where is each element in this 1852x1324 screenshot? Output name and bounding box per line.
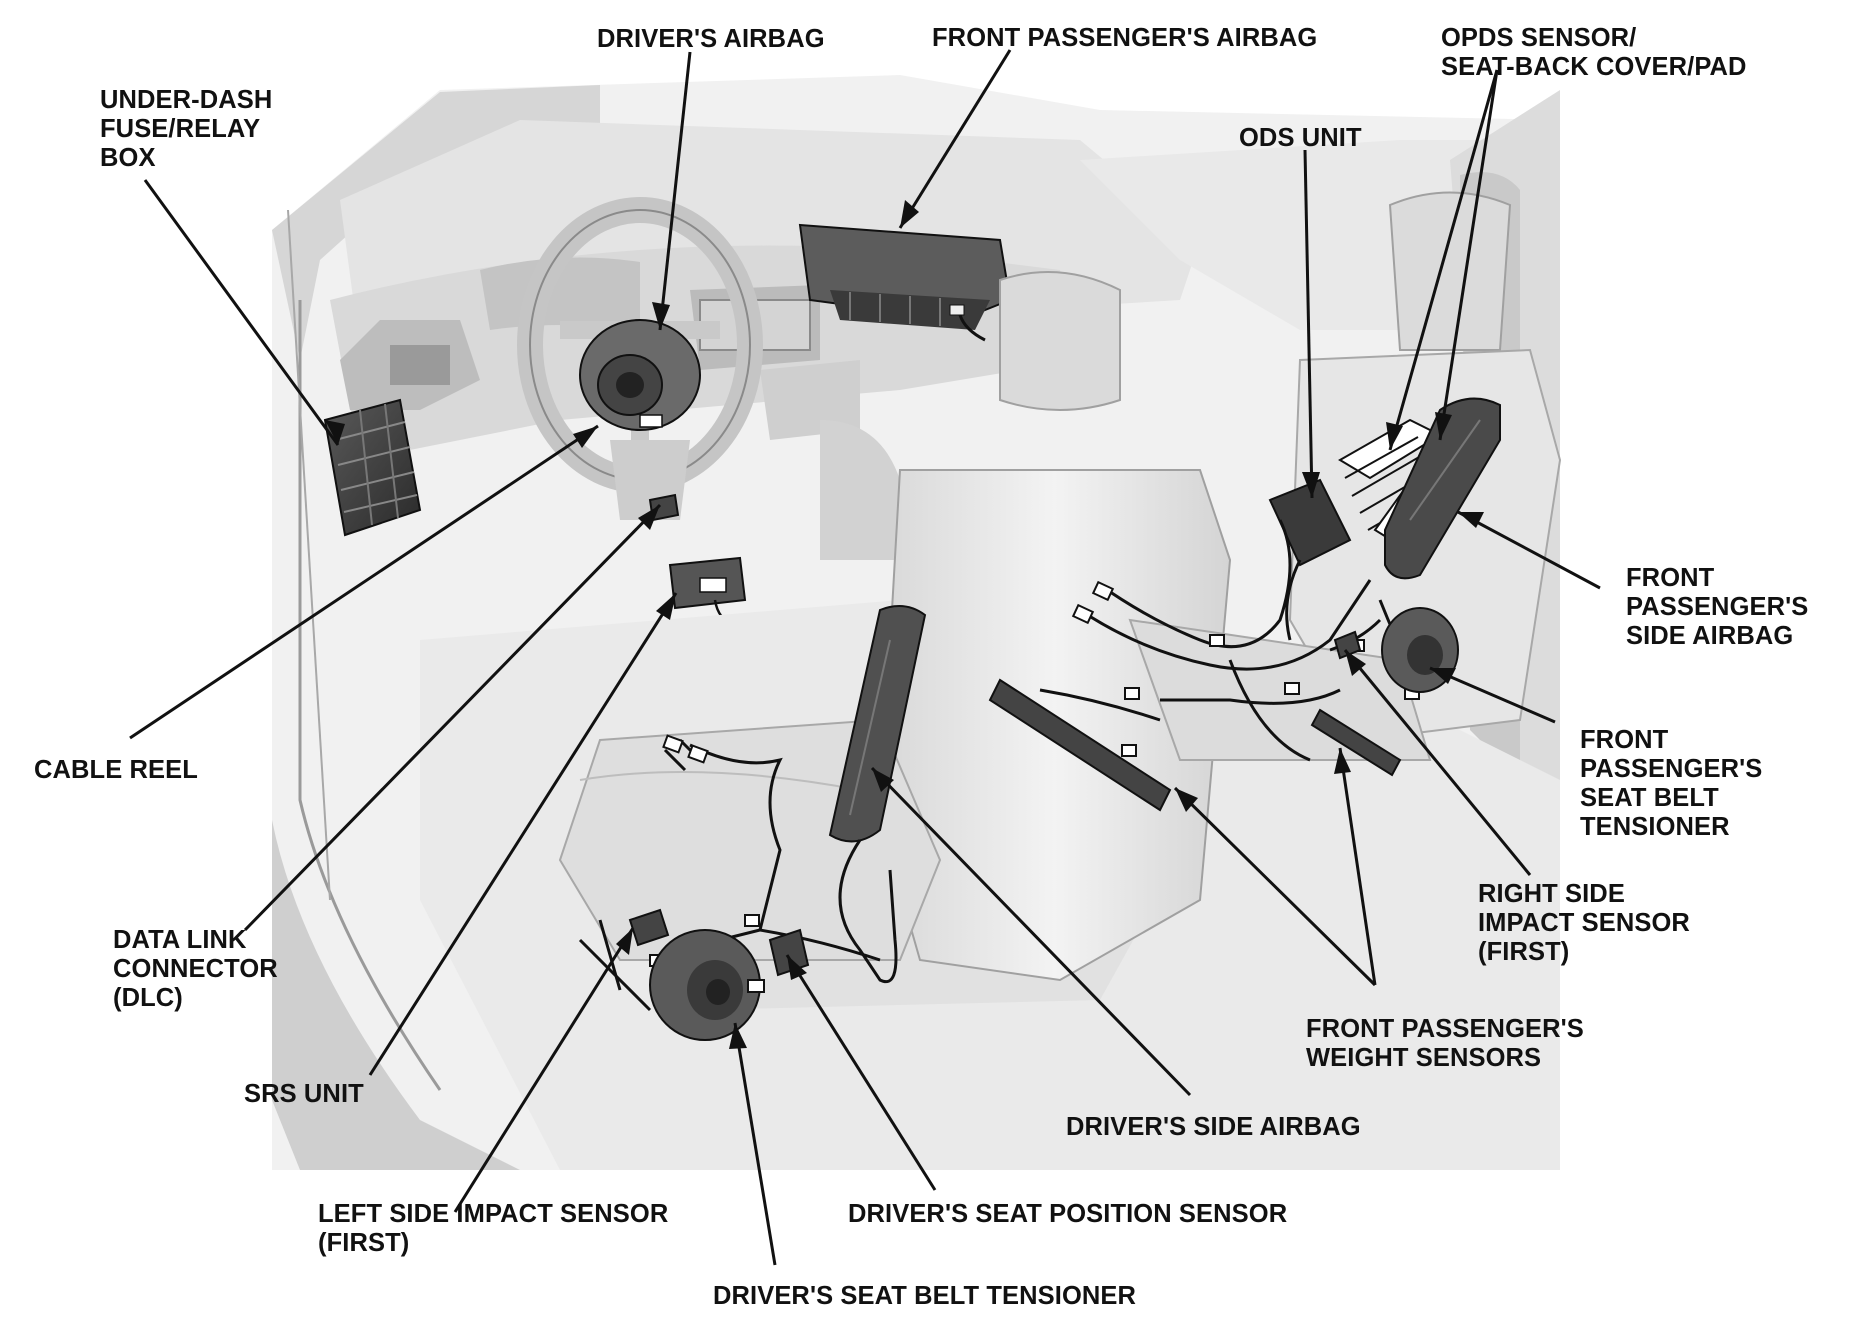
label-front-passengers-weight-sensors: FRONT PASSENGER'S WEIGHT SENSORS (1306, 1015, 1584, 1072)
driver-side-airbag-module (828, 605, 927, 843)
label-front-passengers-airbag: FRONT PASSENGER'S AIRBAG (932, 24, 1318, 52)
label-cable-reel: CABLE REEL (34, 756, 198, 784)
under-dash-fuse-relay-box (323, 398, 422, 537)
front-passenger-airbag-module (798, 223, 1012, 342)
arrowheads (325, 200, 1484, 1049)
label-right-side-impact-sensor: RIGHT SIDE IMPACT SENSOR (FIRST) (1478, 880, 1690, 966)
label-front-passengers-seat-belt-tensioner: FRONT PASSENGER'S SEAT BELT TENSIONER (1580, 726, 1763, 841)
front-passenger-weight-sensors (988, 678, 1402, 812)
label-ods-unit: ODS UNIT (1239, 124, 1362, 152)
label-drivers-airbag: DRIVER'S AIRBAG (597, 25, 825, 53)
door-frame (272, 209, 520, 1170)
label-left-side-impact-sensor: LEFT SIDE IMPACT SENSOR (FIRST) (318, 1200, 669, 1257)
label-srs-unit: SRS UNIT (244, 1080, 364, 1108)
leader-lines (129, 49, 1601, 1266)
right-side-impact-sensor (1333, 630, 1362, 660)
label-under-dash-fuse-relay-box: UNDER-DASH FUSE/RELAY BOX (100, 86, 273, 172)
ods-unit (1268, 478, 1352, 567)
cable-reel (579, 319, 701, 431)
label-drivers-seat-belt-tensioner: DRIVER'S SEAT BELT TENSIONER (713, 1282, 1137, 1310)
passenger-side-airbag-module (1384, 397, 1501, 580)
label-front-passengers-side-airbag: FRONT PASSENGER'S SIDE AIRBAG (1626, 564, 1809, 650)
label-opds-sensor-seat-back-cover-pad: OPDS SENSOR/ SEAT-BACK COVER/PAD (1441, 24, 1747, 81)
driver-seat-belt-tensioner (649, 929, 765, 1041)
label-data-link-connector: DATA LINK CONNECTOR (DLC) (113, 926, 278, 1012)
left-side-impact-sensor (578, 908, 670, 1012)
driver-seat-position-sensor (768, 928, 810, 977)
label-drivers-seat-position-sensor: DRIVER'S SEAT POSITION SENSOR (848, 1200, 1288, 1228)
label-drivers-side-airbag: DRIVER'S SIDE AIRBAG (1066, 1113, 1361, 1141)
srs-unit (668, 556, 747, 627)
